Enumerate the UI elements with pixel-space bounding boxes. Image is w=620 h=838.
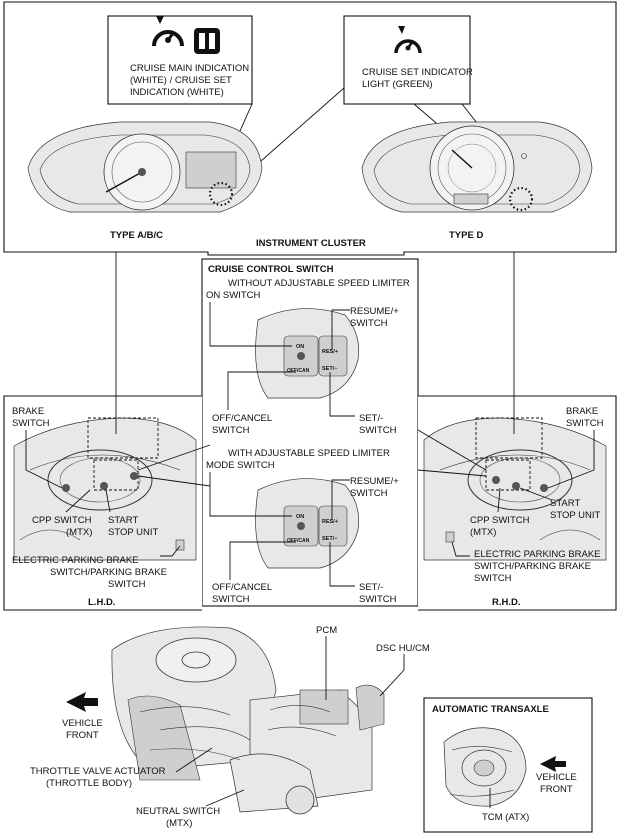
lhd-panel	[3, 395, 202, 611]
cluster-title: INSTRUMENT CLUSTER	[256, 238, 366, 249]
lhd-epb-line2: SWITCH/PARKING BRAKE	[50, 567, 167, 578]
lhd-start-line1: START	[108, 515, 138, 526]
offcan-button-text: OFF/CAN	[287, 538, 310, 544]
cluster-type-d: TYPE D	[361, 121, 593, 241]
offcancel-switch-lower-line1: OFF/CANCEL	[212, 582, 272, 593]
throttle-line1: THROTTLE VALVE ACTUATOR	[30, 766, 166, 777]
lhd-brake-line2: SWITCH	[12, 418, 50, 429]
neutral-line2: (MTX)	[166, 818, 192, 829]
rhd-cpp-line2: (MTX)	[470, 527, 496, 538]
rhd-panel	[418, 395, 617, 611]
pcm-label: PCM	[316, 625, 337, 636]
limiter-square-icon	[194, 28, 220, 54]
dsc-label: DSC HU/CM	[376, 643, 430, 654]
callout-main-line2: (WHITE) / CRUISE SET	[130, 75, 232, 86]
resume-switch-lower-line1: RESUME/+	[350, 476, 399, 487]
engine-compartment-drawing	[111, 626, 385, 815]
callout-cruise-set-indicator: CRUISE SET INDICATOR LIGHT (GREEN)	[343, 15, 473, 105]
lhd-epb-line1: ELECTRIC PARKING BRAKE	[12, 555, 139, 566]
rhd-epb-line1: ELECTRIC PARKING BRAKE	[474, 549, 601, 560]
steering-switch-with-limiter: ON OFF/CAN RES/+ SET/−	[255, 478, 360, 569]
res-button-text: RES/+	[322, 349, 338, 355]
at-vehicle-front-line1: VEHICLE	[536, 772, 577, 783]
type-d-label: TYPE D	[449, 230, 483, 241]
at-vehicle-front-line2: FRONT	[540, 784, 573, 795]
lhd-cpp-line2: (MTX)	[66, 527, 92, 538]
callout-set-line2: LIGHT (GREEN)	[362, 79, 433, 90]
type-abc-label: TYPE A/B/C	[110, 230, 163, 241]
set-switch-lower-line1: SET/-	[359, 582, 383, 593]
rhd-cpp-line1: CPP SWITCH	[470, 515, 530, 526]
set-switch-lower-line2: SWITCH	[359, 594, 397, 605]
set-button-text: SET/−	[322, 536, 337, 542]
resume-switch-lower-line2: SWITCH	[350, 488, 388, 499]
engine-vehicle-front-line1: VEHICLE	[62, 718, 103, 729]
ccs-title: CRUISE CONTROL SWITCH	[208, 264, 334, 275]
rhd-start-line2: STOP UNIT	[550, 510, 601, 521]
lhd-cpp-line1: CPP SWITCH	[32, 515, 92, 526]
lhd-epb-line3: SWITCH	[108, 579, 146, 590]
callout-main-line1: CRUISE MAIN INDICATION	[130, 63, 249, 74]
rhd-label: R.H.D.	[492, 597, 521, 608]
offcan-button-text: OFF/CAN	[287, 368, 310, 374]
with-limiter-line1: WITH ADJUSTABLE SPEED LIMITER	[228, 448, 390, 459]
engine-vehicle-front-line2: FRONT	[66, 730, 99, 741]
resume-switch-upper-line2: SWITCH	[350, 318, 388, 329]
on-button-text: ON	[296, 514, 304, 520]
lhd-start-line2: STOP UNIT	[108, 527, 159, 538]
cruise-icon	[152, 16, 184, 47]
lhd-label: L.H.D.	[88, 597, 115, 608]
offcancel-switch-upper-line2: SWITCH	[212, 425, 250, 436]
res-button-text: RES/+	[322, 519, 338, 525]
cruise-icon	[394, 26, 422, 54]
rhd-brake-line1: BRAKE	[566, 406, 598, 417]
lhd-brake-line1: BRAKE	[12, 406, 44, 417]
offcancel-switch-lower-line2: SWITCH	[212, 594, 250, 605]
tcm-label: TCM (ATX)	[482, 812, 529, 823]
set-switch-upper-line2: SWITCH	[359, 425, 397, 436]
set-switch-upper-line1: SET/-	[359, 413, 383, 424]
set-button-text: SET/−	[322, 366, 337, 372]
rhd-brake-line2: SWITCH	[566, 418, 604, 429]
with-limiter-line2: MODE SWITCH	[206, 460, 275, 471]
cluster-type-abc: TYPE A/B/C	[27, 121, 263, 241]
vehicle-front-arrow-icon	[540, 756, 566, 772]
rhd-start-line1: START	[550, 498, 580, 509]
rhd-epb-line2: SWITCH/PARKING BRAKE	[474, 561, 591, 572]
throttle-line2: (THROTTLE BODY)	[46, 778, 132, 789]
at-title: AUTOMATIC TRANSAXLE	[432, 704, 549, 715]
vehicle-front-arrow-icon	[66, 692, 98, 712]
without-limiter-line1: WITHOUT ADJUSTABLE SPEED LIMITER	[228, 278, 410, 289]
callout-main-line3: INDICATION (WHITE)	[130, 87, 224, 98]
callout-cruise-main-indication: CRUISE MAIN INDICATION (WHITE) / CRUISE …	[107, 15, 253, 105]
callout-set-line1: CRUISE SET INDICATOR	[362, 67, 473, 78]
neutral-line1: NEUTRAL SWITCH	[136, 806, 220, 817]
without-limiter-line2: ON SWITCH	[206, 290, 260, 301]
transaxle-drawing	[443, 727, 527, 807]
resume-switch-upper-line1: RESUME/+	[350, 306, 399, 317]
on-button-text: ON	[296, 344, 304, 350]
offcancel-switch-upper-line1: OFF/CANCEL	[212, 413, 272, 424]
rhd-epb-line3: SWITCH	[474, 573, 512, 584]
steering-switch-without-limiter: ON OFF/CAN RES/+ SET/−	[255, 308, 360, 399]
